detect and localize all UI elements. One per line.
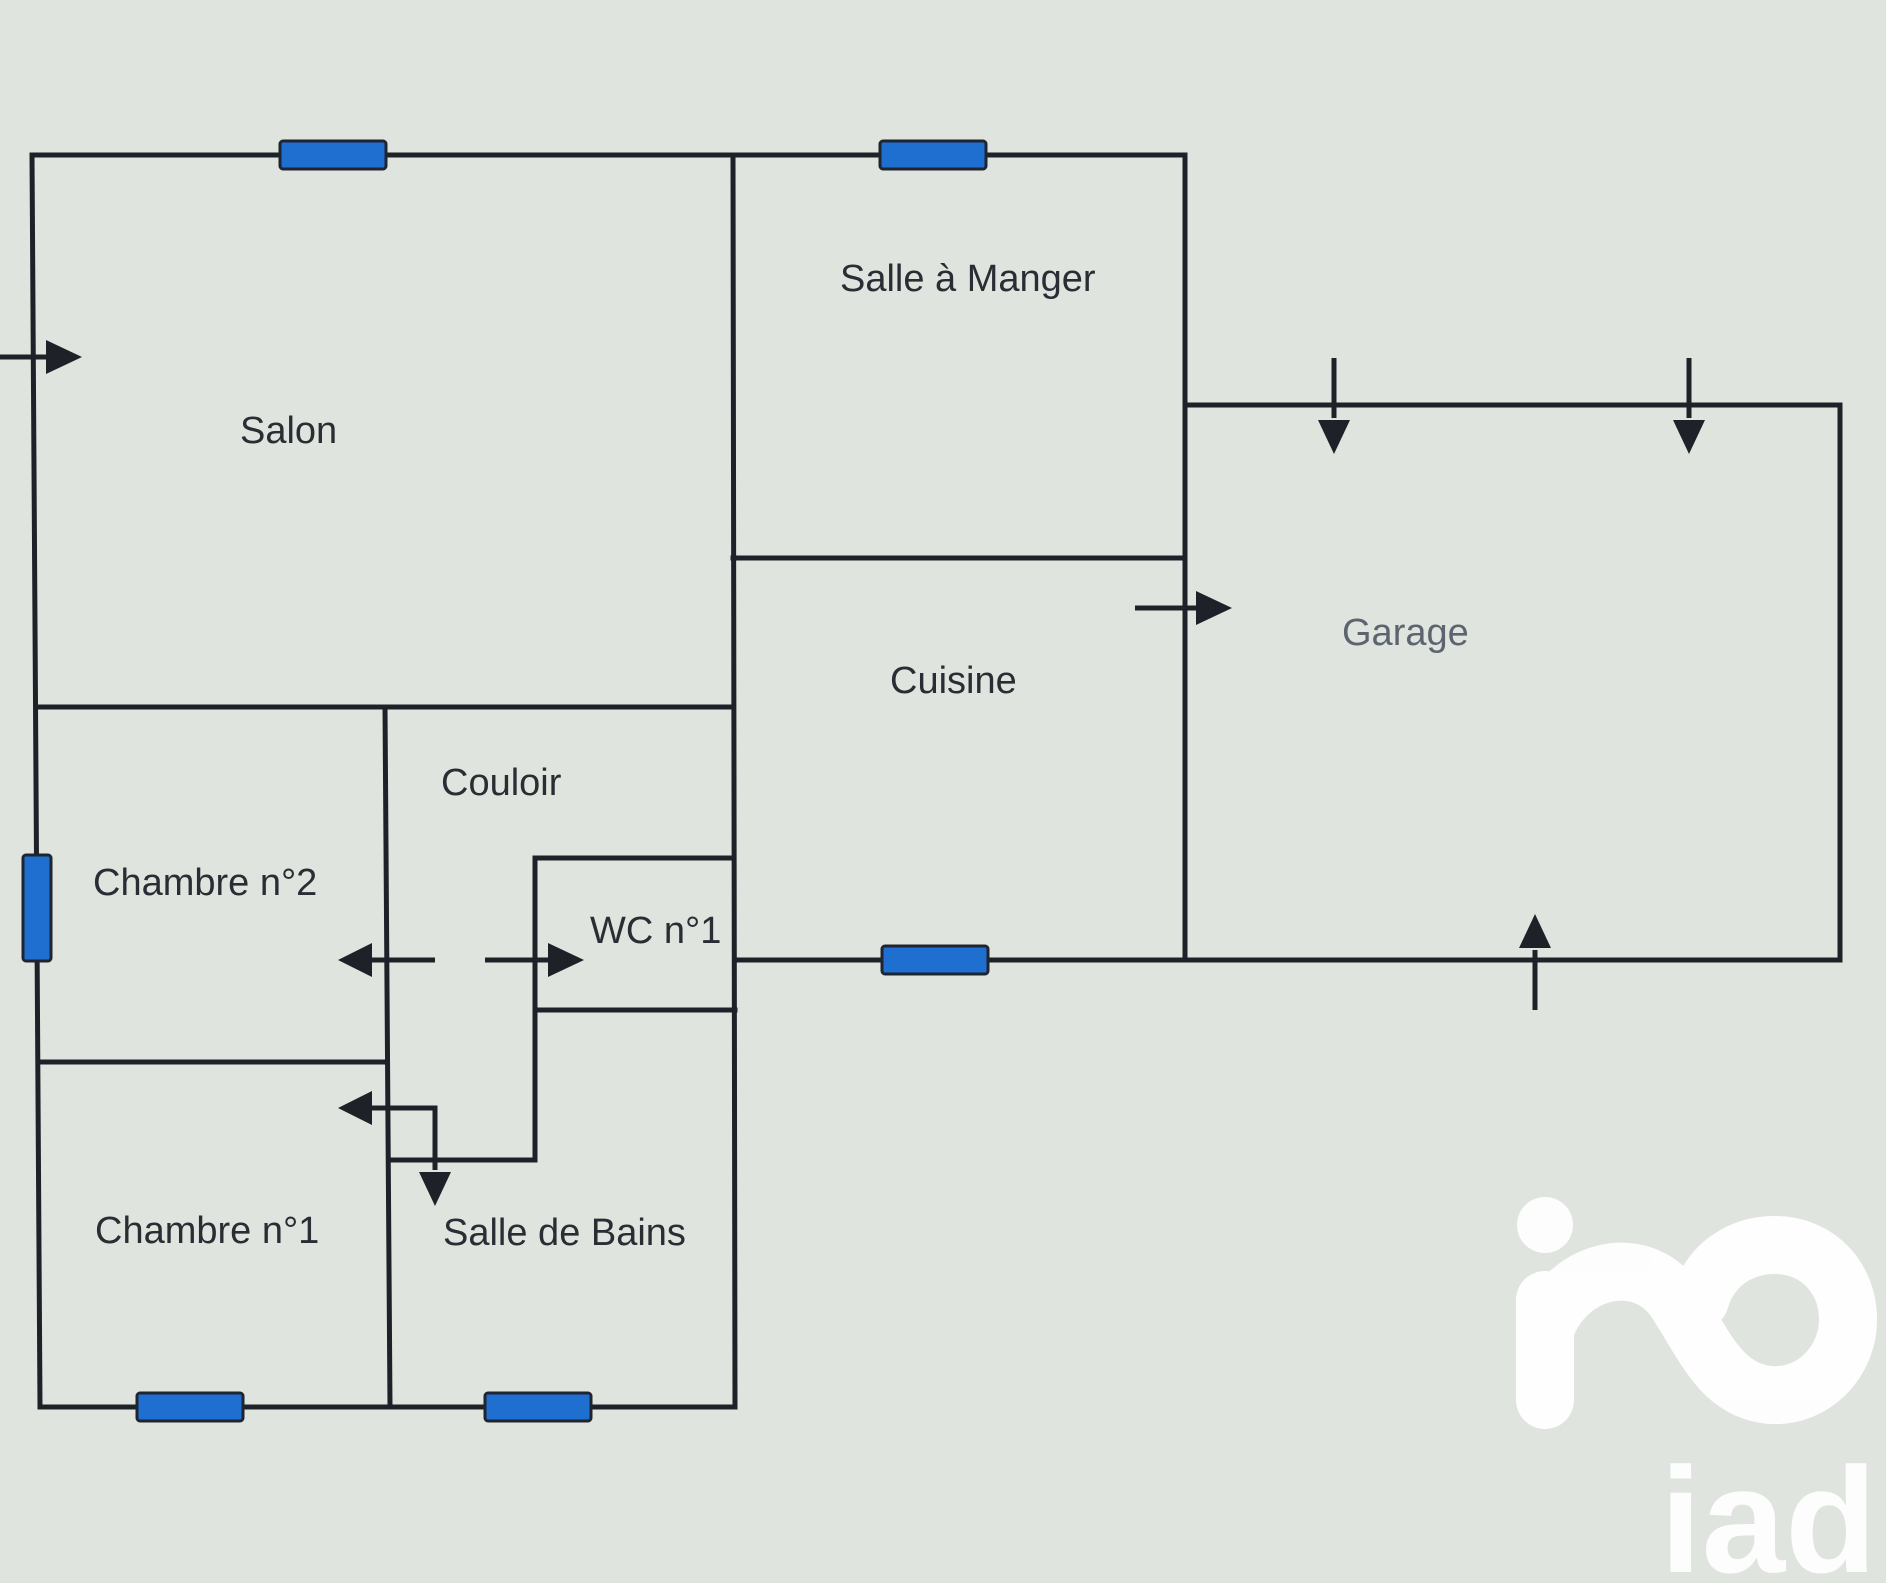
iad-watermark: iad [1516,1197,1878,1583]
room-labels: Salon Salle à Manger Cuisine Garage Coul… [93,258,1469,1254]
arrow-kitchen-garage-icon [1135,591,1232,625]
wall-left [29,152,43,1410]
arrow-garage-bottom-icon [1519,914,1551,1010]
label-couloir: Couloir [441,762,562,804]
windows [21,139,990,1423]
arrow-couloir-bathroom-icon [385,1105,451,1206]
label-salle-de-bains: Salle de Bains [443,1212,686,1254]
walls [29,152,1843,1410]
iad-logo-icon [1516,1197,1878,1429]
window-chambre1-bottom [135,1391,245,1423]
label-chambre-1: Chambre n°1 [95,1210,319,1252]
window-bathroom-bottom [483,1391,593,1423]
label-salon: Salon [240,410,337,452]
arrow-couloir-wc-icon [485,943,584,977]
label-garage: Garage [1342,612,1469,654]
wall-chambre2-right [382,704,393,1410]
label-wc-1: WC n°1 [590,910,721,952]
iad-brand-text: iad [1660,1436,1877,1583]
arrow-couloir-chambre2-icon [338,943,435,977]
label-salle-a-manger: Salle à Manger [840,258,1096,300]
arrow-garage-door-left-icon [1318,358,1350,454]
label-chambre-2: Chambre n°2 [93,862,317,904]
window-dining-top [878,139,988,171]
door-arrows [0,340,1705,1206]
arrow-garage-door-right-icon [1673,358,1705,454]
window-salon-top [278,139,388,171]
window-kitchen-bottom [880,944,990,976]
window-chambre2-left [21,853,53,963]
wall-center [730,152,738,1410]
arrow-entrance-icon [0,340,82,374]
label-cuisine: Cuisine [890,660,1017,702]
